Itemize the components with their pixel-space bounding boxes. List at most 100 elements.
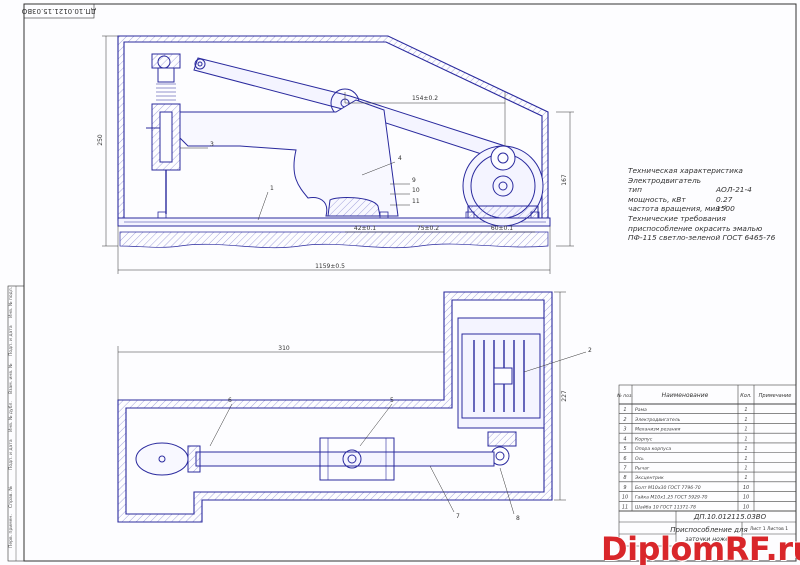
spec-cell-qty: 1 [744,427,747,433]
spec-cell-qty: 1 [744,465,747,471]
motor [462,145,544,227]
tech-row-key: частота вращения, мин⁻¹ [628,204,727,214]
tech-row-speed: частота вращения, мин⁻¹ 1500 [628,204,798,214]
spec-cell-name: Опора корпуса [635,446,671,452]
side-stamp-7: Инв. № подл. [8,287,14,318]
spec-cell-pos: 9 [623,485,626,491]
title-name: Приспособление для [670,526,747,534]
spec-cell-pos: 5 [623,446,626,452]
title-sheet-info: Лист 1 Листов 1 [750,526,788,532]
plan-motor [457,317,545,466]
spec-cell-name: Гайка М10х1.25 ГОСТ 5929-70 [635,495,708,501]
tech-row-power: мощность, кВт 0.27 [628,195,798,205]
spec-cell-name: Ось [635,456,644,462]
callout-10: 10 [412,187,420,194]
spec-table-row: 7 Рычаг 1 [623,465,747,471]
spec-cell-qty: 10 [743,485,749,491]
side-stamp-4: Инв. № дубл. [8,401,14,432]
dim-span-1: 42±0.1 [354,225,376,232]
callout-11: 11 [412,198,420,205]
spec-header-qty: Кол. [740,393,751,399]
dim-height-right: 167 [561,174,568,186]
technical-notes: Техническая характеристика Электродвигат… [628,166,798,243]
dim-height: 250 [97,134,104,146]
spec-header-name: Наименование [662,392,709,399]
spec-table-row: 2 Электродвигатель 1 [623,417,747,423]
dim-overall-length: 1159±0.5 [315,263,345,270]
dim-plan-width: 227 [561,390,568,402]
title-code: ДП.10.012115.03ВО [693,513,767,521]
plan-housing-wall [117,291,553,523]
side-dimensions [102,35,574,274]
spec-cell-qty: 1 [744,446,747,452]
dim-span-upper: 154±0.2 [412,95,438,102]
side-view [117,35,551,249]
side-dimension-texts: 1159±0.5 250 167 154±0.2 42±0.1 75±0.2 6… [97,95,568,270]
plan-support [319,437,395,481]
tech-row-value: 1500 [716,204,735,214]
tech-char-title: Техническая характеристика [628,166,743,175]
watermark-logo: DiplomRF.ru [601,530,800,565]
spec-cell-name: Рама [635,407,647,413]
tech-row-key: мощность, кВт [628,194,686,204]
callout-9: 9 [412,177,416,184]
tech-row-value: АОЛ-21-4 [716,185,752,195]
body-housing [179,99,399,217]
spec-cell-pos: 4 [623,436,626,442]
spec-table-row: 9 Болт М10х30 ГОСТ 7796-70 10 [623,485,749,491]
spec-table-row: 1 Рама 1 [623,407,747,413]
spec-cell-pos: 7 [623,465,627,471]
tech-req-line-2: ПФ-115 светло-зеленой ГОСТ 6465-76 [628,233,776,243]
callout-4: 4 [398,155,402,162]
spec-cell-name: Электродвигатель [634,417,681,423]
callout-2: 2 [588,347,592,354]
spec-cell-name: Рычаг [635,465,650,471]
floor [119,231,549,249]
callout-7: 7 [456,513,460,520]
callout-5: 5 [390,397,394,404]
tech-row-value: 0.27 [716,194,733,204]
spec-cell-pos: 11 [622,504,628,510]
plan-dimensions [117,291,587,515]
spec-header-note: Примечание [759,393,792,399]
callout-3: 3 [210,141,214,148]
side-stamp-5: Взам. инв. № [8,363,14,394]
side-stamp-2: Справ. № [8,486,14,508]
spec-cell-name: Корпус [635,436,653,442]
spec-cell-pos: 1 [623,407,626,413]
spec-cell-pos: 2 [623,417,626,423]
spec-cell-qty: 1 [744,456,747,462]
callout-1: 1 [270,185,274,192]
spec-cell-qty: 1 [744,407,747,413]
plan-dimension-texts: 310 227 6 5 2 7 8 [228,345,592,522]
spec-table-row: 6 Ось 1 [623,456,747,462]
spec-cell-qty: 1 [744,475,747,481]
spec-cell-qty: 1 [744,436,747,442]
spec-cell-name: Эксцентрик [634,475,664,481]
spec-cell-pos: 3 [623,427,626,433]
side-stamp-3: Подп. и дата [8,439,14,470]
title-name-line2: заточки ножей [685,536,733,543]
cutting-mechanism [146,53,181,214]
spec-cell-qty: 1 [744,417,747,423]
spec-cell-pos: 6 [623,456,626,462]
spec-table-row: 8 Эксцентрик 1 [623,475,747,481]
plan-axle-disc [135,442,189,476]
spec-cell-qty: 10 [743,495,749,501]
spec-cell-pos: 10 [622,495,628,501]
tech-req-line-1: приспособление окрасить эмалью [628,223,763,233]
spec-cell-pos: 8 [623,475,626,481]
sheet-frame [7,3,797,562]
dim-span-2: 75±0.2 [417,225,439,232]
spec-cell-name: Болт М10х30 ГОСТ 7796-70 [635,485,701,491]
side-stamp-6: Подп. и дата [8,325,14,356]
bolts [157,211,540,219]
plan-view [117,291,553,523]
tech-row-key: тип [628,185,642,195]
spec-cell-qty: 10 [743,504,749,510]
top-code-label: ДП.10.0121.15.03ВО [21,7,96,15]
